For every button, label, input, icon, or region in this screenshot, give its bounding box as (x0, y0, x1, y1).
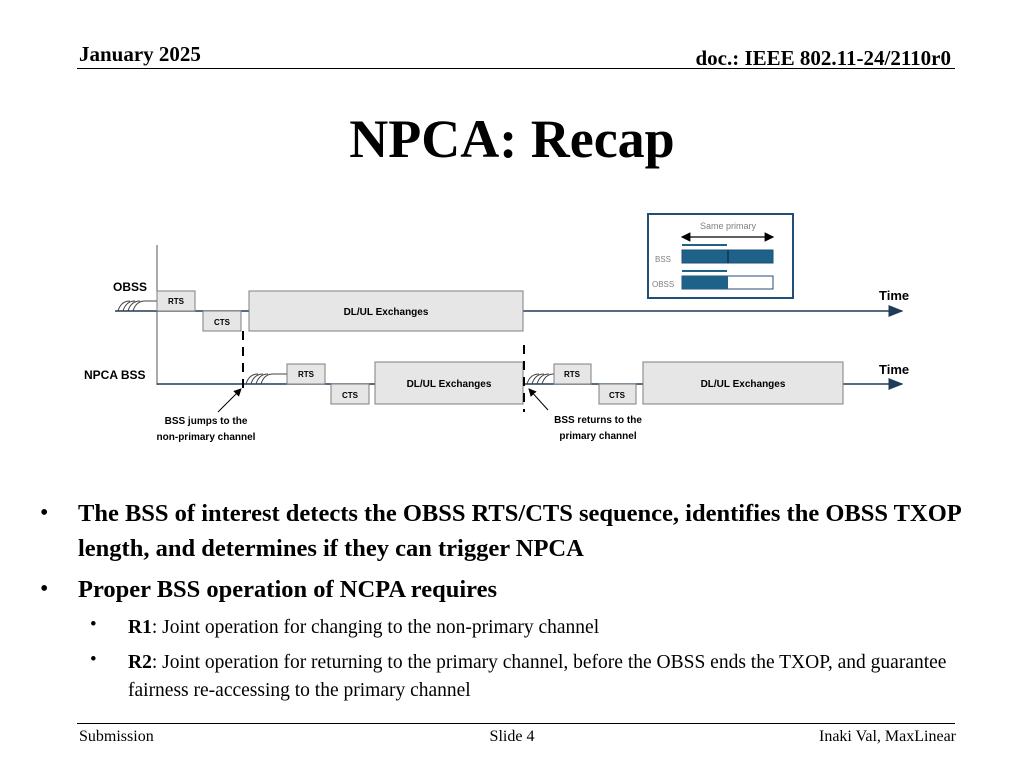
r1-text: : Joint operation for changing to the no… (151, 617, 600, 638)
return-annotation-arrow (528, 388, 549, 411)
npca-rts-box-2: RTS (553, 363, 592, 385)
bullet-1: The BSS of interest detects the OBSS RTS… (78, 500, 961, 562)
npca-exchanges-box-1: DL/UL Exchanges (374, 361, 524, 405)
svg-text:CTS: CTS (609, 391, 626, 400)
npca-bss-label: NPCA BSS (84, 368, 146, 382)
svg-text:DL/UL Exchanges: DL/UL Exchanges (344, 307, 429, 318)
footer-submission: Submission (79, 728, 154, 745)
header-doc-id: doc.: IEEE 802.11-24/2110r0 (695, 46, 951, 70)
svg-text:DL/UL Exchanges: DL/UL Exchanges (407, 379, 492, 390)
r2-key: R2 (128, 652, 152, 673)
header-rule (77, 68, 955, 69)
inset-obss-bar-fill (682, 276, 728, 289)
inset-title: Same primary (700, 221, 757, 231)
svg-text:CTS: CTS (214, 318, 231, 327)
inset-obss-label: OBSS (652, 280, 674, 289)
svg-text:RTS: RTS (298, 370, 315, 379)
npca-cts-box-2: CTS (598, 383, 637, 405)
sub-bullet-marker: • (90, 614, 97, 635)
sub-bullet-r2: R2: Joint operation for returning to the… (128, 649, 1008, 705)
return-annotation-line1: BSS returns to the (554, 415, 642, 426)
jump-annotation-arrow (217, 388, 242, 413)
npca-signal-icon-2 (526, 373, 555, 385)
footer-slide-number: Slide 4 (489, 728, 535, 745)
bullet-marker: • (40, 500, 49, 526)
sub-bullet-r1: R1: Joint operation for changing to the … (128, 614, 1008, 642)
obss-rts-box: RTS (156, 290, 196, 312)
footer-rule (77, 723, 955, 724)
jump-annotation-line2: non-primary channel (157, 432, 256, 443)
obss-cts-box: CTS (202, 310, 242, 332)
obss-label: OBSS (113, 280, 147, 294)
npca-signal-icon-1 (245, 373, 287, 385)
bullet-2: Proper BSS operation of NCPA requires (78, 576, 498, 603)
bullet-marker: • (40, 576, 49, 602)
obss-time-label: Time (879, 288, 909, 303)
r2-text: : Joint operation for returning to the p… (128, 652, 947, 701)
svg-text:DL/UL Exchanges: DL/UL Exchanges (701, 379, 786, 390)
npca-time-label: Time (879, 362, 909, 377)
header-date: January 2025 (79, 42, 201, 66)
return-annotation-line2: primary channel (559, 431, 636, 442)
npca-rts-box-1: RTS (286, 363, 326, 385)
svg-text:CTS: CTS (342, 391, 359, 400)
npca-cts-box-1: CTS (330, 383, 370, 405)
svg-text:RTS: RTS (564, 370, 581, 379)
svg-text:RTS: RTS (168, 297, 185, 306)
obss-signal-icon (117, 300, 158, 312)
obss-exchanges-box: DL/UL Exchanges (248, 290, 524, 332)
npca-timing-diagram: OBSS Time RTS CTS DL/UL Exchanges NPCA B… (84, 213, 909, 443)
inset-bss-label: BSS (655, 255, 671, 264)
sub-bullet-marker: • (90, 649, 97, 670)
npca-exchanges-box-2: DL/UL Exchanges (642, 361, 844, 405)
jump-annotation-line1: BSS jumps to the (165, 416, 248, 427)
slide-title: NPCA: Recap (349, 109, 675, 169)
footer-author: Inaki Val, MaxLinear (819, 728, 956, 745)
same-primary-inset: Same primary BSS OBSS (647, 213, 794, 299)
r1-key: R1 (128, 617, 152, 638)
